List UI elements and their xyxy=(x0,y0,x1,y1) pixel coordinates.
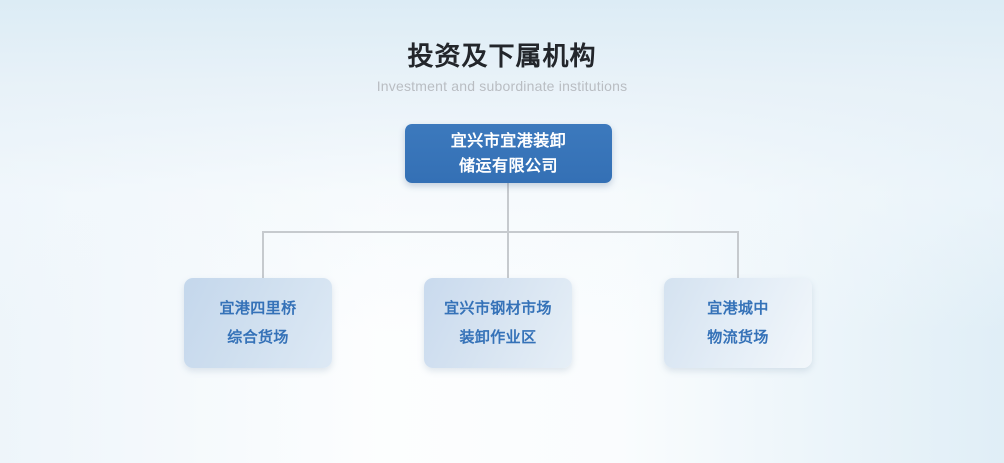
org-node-root-line-1: 宜兴市宜港装卸 xyxy=(450,132,567,150)
org-node-child-2-line-2: 物流货场 xyxy=(707,329,769,346)
org-node-child-1-line-1: 宜兴市钢材市场 xyxy=(444,300,552,317)
connector-drop-child-1 xyxy=(507,231,509,278)
org-node-child-1-line-2: 装卸作业区 xyxy=(459,329,537,346)
connector-drop-child-0 xyxy=(262,231,264,278)
org-node-root[interactable]: 宜兴市宜港装卸 储运有限公司 xyxy=(405,124,612,183)
org-node-child-0-line-1: 宜港四里桥 xyxy=(219,300,297,317)
org-node-child-0-line-2: 综合货场 xyxy=(227,329,289,346)
connector-root-stem xyxy=(507,183,509,233)
org-node-child-2-line-1: 宜港城中 xyxy=(707,300,769,317)
page-title: 投资及下属机构 xyxy=(407,41,597,71)
org-node-child-1[interactable]: 宜兴市钢材市场 装卸作业区 xyxy=(424,278,572,368)
org-node-root-line-2: 储运有限公司 xyxy=(458,157,558,175)
org-node-child-2[interactable]: 宜港城中 物流货场 xyxy=(664,278,812,368)
connector-drop-child-2 xyxy=(737,231,739,278)
page-subtitle: Investment and subordinate institutions xyxy=(376,78,628,94)
connector-horizontal-bus xyxy=(262,231,739,233)
org-node-child-0[interactable]: 宜港四里桥 综合货场 xyxy=(184,278,332,368)
page-heading: 投资及下属机构 Investment and subordinate insti… xyxy=(0,40,1004,95)
